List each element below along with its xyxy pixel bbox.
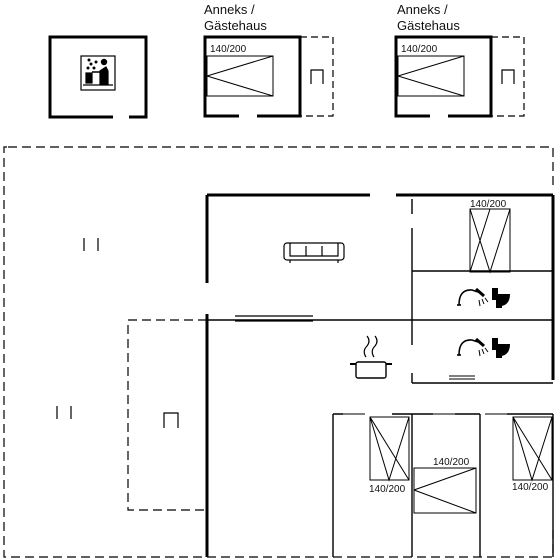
sauna-building	[48, 35, 148, 120]
annex-2-label: Anneks / Gästehaus	[397, 2, 460, 34]
bed-3	[413, 467, 477, 514]
window	[235, 315, 313, 322]
post-marks	[56, 238, 179, 428]
shower-icon	[457, 337, 489, 357]
sauna-icon	[80, 55, 116, 91]
sofa-icon	[283, 242, 345, 263]
main-house-walls	[205, 193, 555, 557]
annex-2-label-line1: Anneks /	[397, 2, 448, 17]
bed-1	[469, 208, 511, 274]
carport-outline	[127, 319, 207, 511]
bed-4	[512, 416, 553, 482]
bed-2	[369, 416, 410, 482]
bed-1-label: 140/200	[470, 199, 507, 210]
annex-1-building	[203, 35, 334, 120]
shower-icon	[457, 287, 489, 307]
annex-1-bed	[205, 55, 274, 97]
annex-1-bed-label: 140/200	[210, 44, 247, 55]
cooking-pot-icon	[350, 335, 392, 379]
annex-1-label-line1: Anneks /	[204, 2, 255, 17]
bed-2-label: 140/200	[369, 484, 406, 495]
toilet-icon	[492, 288, 510, 308]
annex-1-label-line2: Gästehaus	[204, 18, 267, 33]
annex-2-label-line2: Gästehaus	[397, 18, 460, 33]
annex-2-bed-label: 140/200	[401, 44, 438, 55]
bed-4-label: 140/200	[512, 482, 549, 493]
bed-3-label: 140/200	[433, 457, 470, 468]
annex-2-building	[394, 35, 525, 120]
annex-1-label: Anneks / Gästehaus	[204, 2, 267, 34]
toilet-icon	[492, 338, 510, 358]
annex-2-bed	[396, 55, 465, 97]
